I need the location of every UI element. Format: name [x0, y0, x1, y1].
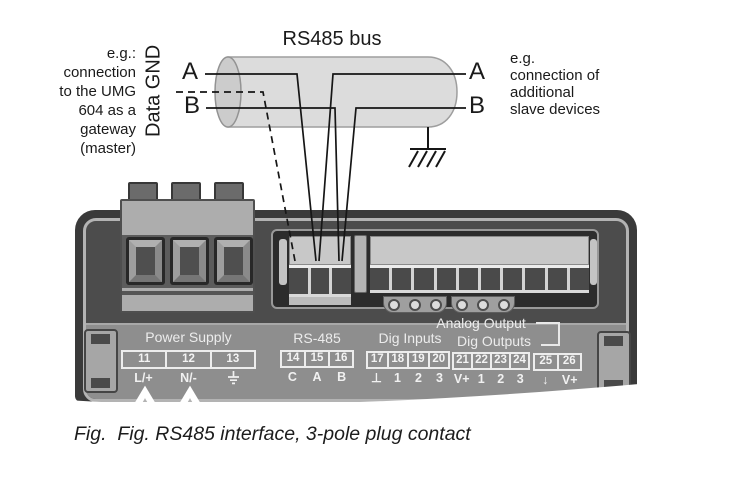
dig-outputs-functions: V+ 1 2 3	[452, 372, 530, 387]
label-earth	[211, 371, 256, 386]
terminal-18: 18	[389, 353, 409, 367]
power-socket	[214, 237, 253, 285]
terminal-11: 11	[123, 352, 168, 367]
power-block-edge	[122, 291, 253, 295]
power-socket	[126, 237, 165, 285]
label-analog-vplus: V+	[561, 373, 578, 387]
terminal-14: 14	[282, 352, 306, 366]
dig-inputs-title: Dig Inputs	[378, 330, 442, 346]
io-plug-foot	[383, 296, 447, 313]
label-gnd-ref: ⊥	[371, 371, 382, 385]
label-vplus: V+	[453, 372, 470, 386]
earth-ground-icon	[408, 127, 446, 168]
terminal-24: 24	[513, 354, 526, 367]
label-analog-out-arrow: ↓	[542, 373, 549, 387]
analog-output-title: Analog Output	[436, 315, 526, 331]
io-plug-foot	[451, 296, 515, 313]
rs485-plug-base	[289, 297, 351, 305]
io-plug-body	[370, 236, 589, 265]
label-out-1: 1	[477, 372, 485, 386]
figure-caption: Fig. Fig. RS485 interface, 3-pole plug c…	[74, 423, 471, 445]
dig-inputs-terminal-numbers: 17 18 19 20	[366, 351, 450, 369]
label-c: C	[287, 370, 297, 384]
terminal-21: 21	[454, 354, 473, 368]
terminal-20: 20	[432, 353, 446, 366]
rs485-plug-terminals	[289, 265, 351, 297]
slave-connection-note: e.g. connection of additional slave devi…	[510, 50, 601, 118]
left-latch	[84, 329, 118, 393]
terminal-25: 25	[535, 355, 559, 369]
wire-a-label-right: A	[469, 58, 486, 85]
power-supply-title: Power Supply	[145, 329, 232, 345]
terminal-19: 19	[409, 353, 430, 367]
label-n-minus: N/-	[180, 371, 197, 385]
data-gnd-label: Data GND	[142, 44, 165, 138]
bus-title: RS485 bus	[282, 28, 382, 50]
power-supply-terminal-block	[120, 199, 255, 313]
wire-b-label-left: B	[184, 92, 201, 119]
bus-cable-end-cap	[214, 56, 242, 128]
label-a: A	[312, 370, 322, 384]
earth-ground-icon	[228, 371, 239, 385]
bay-left-rail	[279, 239, 287, 285]
label-in-2: 2	[415, 371, 422, 385]
power-terminal-sockets	[122, 235, 253, 288]
terminal-17: 17	[368, 353, 389, 367]
power-socket	[170, 237, 209, 285]
bay-divider-pillar	[354, 235, 367, 293]
terminal-16: 16	[334, 352, 348, 365]
label-in-1: 1	[394, 371, 401, 385]
terminal-12: 12	[167, 352, 212, 367]
bay-right-rail	[590, 239, 597, 285]
terminal-13: 13	[226, 352, 240, 365]
power-terminal-numbers: 11 12 13	[121, 350, 256, 369]
wire-b-label-right: B	[469, 92, 486, 119]
rs485-terminal-functions: C A B	[280, 370, 354, 385]
master-connection-note: e.g.: connection to the UMG 604 as a gat…	[59, 45, 136, 157]
io-plug-terminals	[370, 265, 589, 293]
dig-outputs-terminal-numbers: 21 22 23 24	[452, 352, 530, 370]
analog-output-terminal-numbers: 25 26	[533, 353, 582, 371]
bus-cable	[227, 56, 458, 128]
terminal-26: 26	[562, 355, 576, 368]
dig-inputs-functions: ⊥ 1 2 3	[366, 371, 450, 386]
power-terminal-functions: L/+ N/-	[121, 371, 256, 386]
terminal-22: 22	[473, 354, 492, 368]
label-b: B	[337, 370, 347, 384]
right-latch	[597, 331, 631, 395]
terminal-23: 23	[492, 354, 511, 368]
rs485-plug-body	[289, 236, 351, 265]
rs485-terminal-numbers: 14 15 16	[280, 350, 354, 368]
wire-a-label-left: A	[182, 58, 199, 85]
label-in-3: 3	[436, 371, 443, 385]
analog-output-functions: ↓ V+	[533, 373, 582, 388]
label-l-plus: L/+	[134, 371, 153, 385]
label-out-2: 2	[497, 372, 505, 386]
terminal-15: 15	[306, 352, 330, 366]
dig-outputs-title: Dig Outputs	[457, 333, 531, 349]
rs485-title: RS-485	[293, 330, 341, 346]
label-out-3: 3	[516, 372, 524, 386]
